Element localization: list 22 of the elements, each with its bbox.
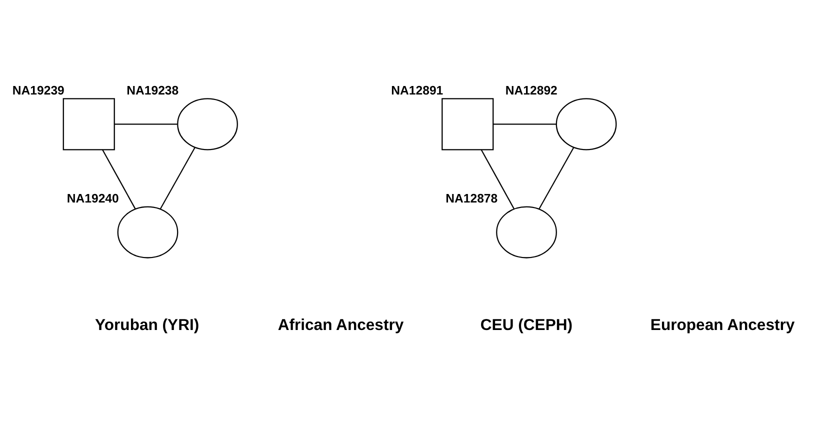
connector xyxy=(493,123,556,124)
node-circle xyxy=(177,98,238,150)
node-label: NA19238 xyxy=(126,82,179,97)
connector xyxy=(480,148,515,209)
node-circle xyxy=(117,206,178,258)
label: European Ancestry xyxy=(650,316,795,334)
connector xyxy=(102,148,136,209)
label: CEU (CEPH) xyxy=(480,316,573,334)
node-circle xyxy=(556,98,617,150)
node-label: NA19239 xyxy=(12,82,64,97)
connector xyxy=(160,146,196,209)
node-box xyxy=(442,98,494,150)
node-circle xyxy=(496,206,557,258)
label: African Ancestry xyxy=(278,316,404,334)
node-label: NA12892 xyxy=(505,82,558,97)
connector xyxy=(538,146,574,209)
connector xyxy=(114,123,178,124)
node-label: NA12878 xyxy=(446,191,498,206)
node-label: NA12891 xyxy=(391,82,444,97)
node-box xyxy=(62,98,115,150)
node-label: NA19240 xyxy=(66,191,119,206)
label: Yoruban (YRI) xyxy=(95,316,200,334)
